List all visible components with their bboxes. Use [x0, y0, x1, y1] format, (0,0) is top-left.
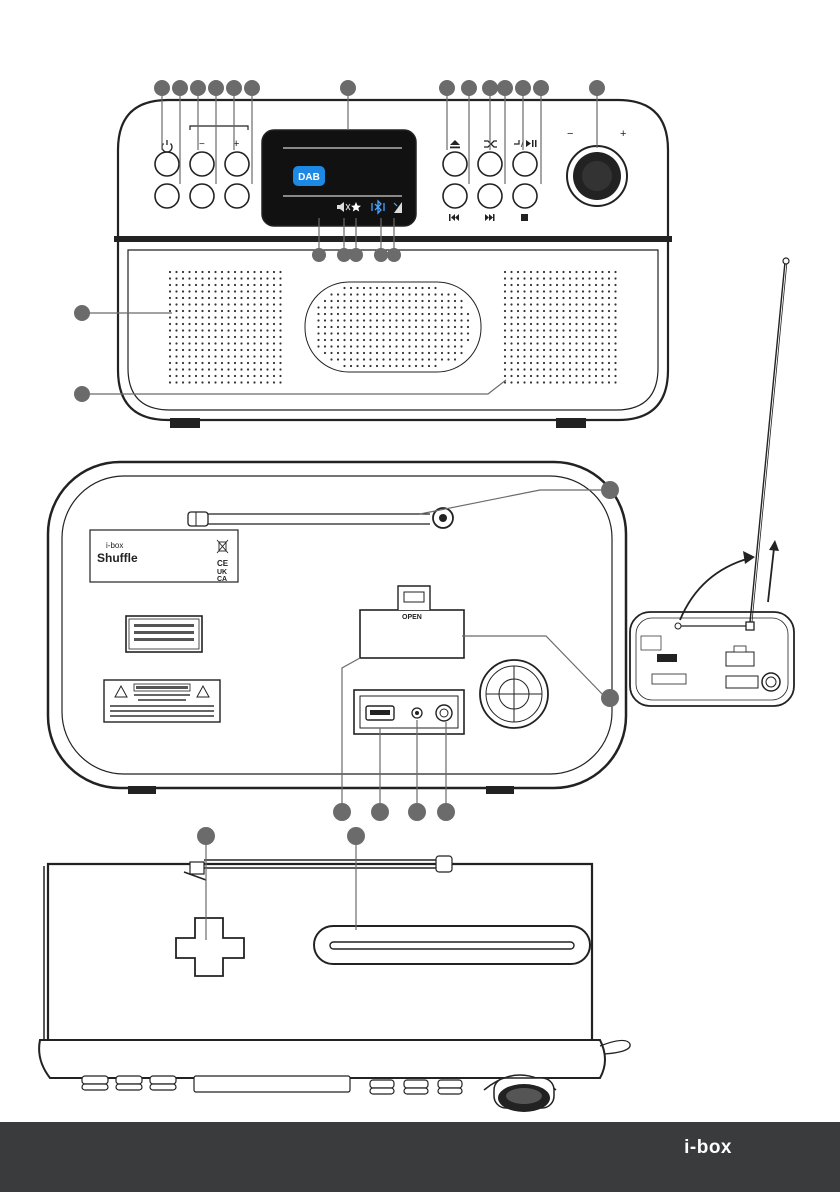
mark-ca: CA [217, 576, 227, 583]
shuffle-button[interactable] [478, 152, 502, 176]
back-view: i-box Shuffle CE UK CA [48, 462, 626, 794]
audio-jack-icon[interactable] [412, 708, 422, 718]
mark-ce: CE [217, 559, 229, 568]
volume-knob[interactable] [567, 146, 627, 206]
usb-port-icon[interactable] [366, 706, 394, 720]
weee-bin-icon [217, 540, 228, 553]
next-button[interactable] [478, 184, 502, 208]
top-view [39, 856, 630, 1112]
footer-brand-logo: i-box [684, 1137, 732, 1159]
dc-input-jack[interactable] [436, 705, 452, 721]
cd-slot[interactable] [314, 926, 590, 964]
menu-button[interactable] [155, 184, 179, 208]
volume-down-button[interactable] [190, 152, 214, 176]
stop-icon [521, 214, 528, 221]
mark-uk: UK [217, 569, 227, 576]
knob-minus-label: − [567, 128, 573, 140]
volume-minus-label: − [199, 139, 205, 150]
play-pause-button[interactable] [513, 152, 537, 176]
product-label-sticker: i-box Shuffle CE UK CA [90, 530, 238, 583]
stop-button[interactable] [513, 184, 537, 208]
eject-button[interactable] [443, 152, 467, 176]
info-button[interactable] [225, 184, 249, 208]
volume-up-button[interactable] [225, 152, 249, 176]
dab-badge-label: DAB [298, 172, 320, 183]
power-button[interactable] [155, 152, 179, 176]
laser-class-label [126, 616, 202, 652]
caution-label [104, 680, 220, 722]
compartment-open-label: OPEN [402, 614, 422, 621]
sticker-model: Shuffle [97, 551, 138, 565]
sticker-brand: i-box [106, 541, 123, 550]
previous-button[interactable] [443, 184, 467, 208]
display-bezel [262, 130, 416, 226]
mode-button[interactable] [190, 184, 214, 208]
top-view-knob [484, 1075, 556, 1112]
knob-plus-label: + [620, 128, 626, 140]
rear-port [480, 660, 548, 728]
connector-panel [354, 690, 464, 734]
